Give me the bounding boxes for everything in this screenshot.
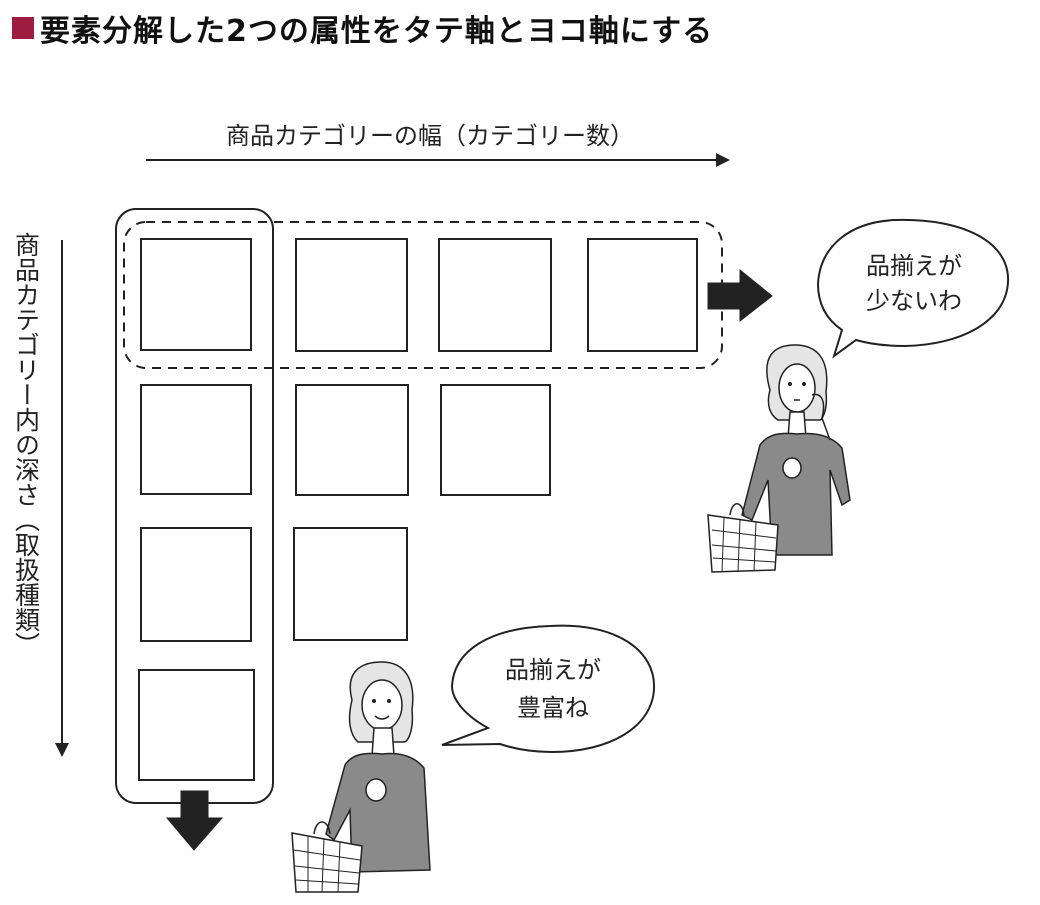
x-axis-label: 商品カテゴリーの幅（カテゴリー数） (226, 122, 634, 150)
bubble-top-line1: 品揃えが (866, 252, 962, 280)
title-square-icon (12, 17, 34, 39)
bold-arrow-down-icon (165, 790, 224, 851)
category-box (440, 384, 551, 496)
speech-bubble-top: 品揃えが 少ないわ (816, 218, 1010, 359)
figure-title: 要素分解した2つの属性をタテ軸とヨコ軸にする (12, 8, 714, 49)
breadth-enclosure (123, 221, 723, 369)
y-axis-label: 商品カテゴリー内の深さ（取扱種類） (12, 232, 41, 657)
category-box (295, 238, 408, 352)
category-box (140, 238, 252, 351)
category-box (293, 527, 408, 641)
happy-shopper-illustration (291, 661, 431, 893)
worried-shopper-illustration (707, 344, 851, 573)
category-box (295, 384, 409, 496)
bubble-bottom-line1: 品揃えが (505, 656, 601, 684)
speech-bubble-bottom: 品揃えが 豊富ね (441, 624, 656, 754)
category-box (138, 669, 255, 781)
category-grid (138, 238, 698, 781)
bold-arrow-right-icon (707, 268, 773, 323)
category-box (140, 527, 252, 642)
category-box (140, 384, 252, 495)
category-box (438, 238, 552, 352)
bubble-bottom-line2: 豊富ね (517, 694, 589, 722)
bubble-top-line2: 少ないわ (866, 287, 962, 315)
title-text: 要素分解した2つの属性をタテ軸とヨコ軸にする (40, 14, 714, 49)
category-box (587, 238, 698, 352)
